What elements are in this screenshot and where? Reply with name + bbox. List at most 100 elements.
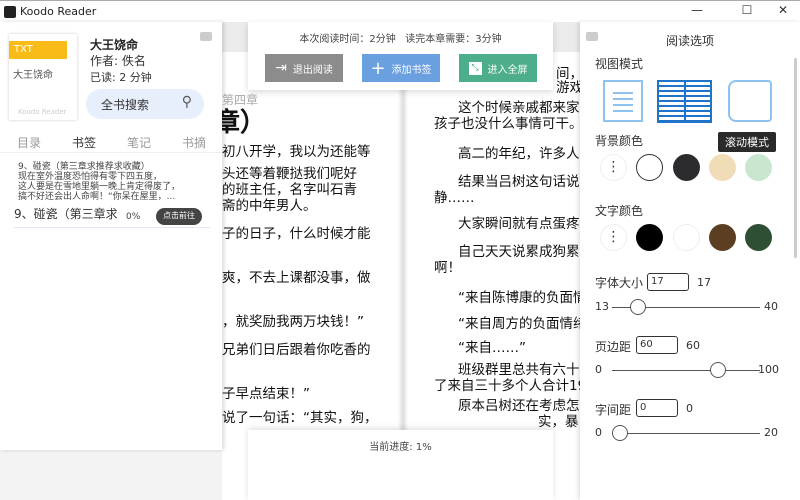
text-line: “来自……”	[458, 340, 526, 356]
text-line: 了来自三十多个人合计190	[434, 378, 580, 394]
exit-label: 退出阅读	[292, 64, 333, 76]
search-label: 全书搜索	[101, 98, 150, 112]
book-author: 作者: 佚名	[90, 54, 146, 68]
text-line: 孩子也没什么事情可干。	[434, 116, 580, 132]
text-line: 子早点结束！”	[222, 386, 310, 402]
bg-color-green[interactable]	[745, 154, 772, 181]
text-line: 兄弟们日后跟着你吃香的	[222, 342, 371, 358]
text-line: 高二的年纪，许多人也	[458, 146, 580, 162]
text-line: 斋的中年男人。	[222, 198, 317, 214]
lock-icon[interactable]	[586, 32, 598, 41]
add-bookmark-label: 添加书签	[391, 64, 432, 76]
tab-bookmarks[interactable]: 书签	[72, 136, 97, 150]
font-size-value: 17	[697, 276, 711, 289]
text-line: 说了一句话：“其实，狗，	[222, 410, 378, 426]
chapter-heading: 章）	[214, 108, 267, 138]
tab-highlights[interactable]: 书摘	[182, 136, 207, 150]
more-colors-icon[interactable]: ⋮	[600, 224, 627, 251]
book-cover: TXT 大王饶命 Koodo Reader	[9, 34, 77, 120]
double-page-icon[interactable]	[657, 80, 712, 123]
scroll-icon[interactable]	[728, 80, 772, 122]
bg-color-white[interactable]	[636, 154, 663, 181]
margin-input[interactable]: 60	[636, 336, 678, 354]
progress-label: 当前进度: 1%	[369, 442, 432, 453]
text-color-black[interactable]	[636, 224, 663, 251]
cover-title: 大王饶命	[13, 70, 53, 81]
fullscreen-label: 进入全屏	[487, 64, 528, 76]
letter-spacing-min: 0	[595, 426, 602, 439]
minimize-button[interactable]: —	[691, 3, 703, 17]
letter-spacing-slider[interactable]	[612, 425, 628, 441]
lock-icon[interactable]	[200, 32, 212, 41]
text-line: ，就奖励我两万块钱！”	[222, 314, 364, 330]
maximize-button[interactable]: ☐	[741, 3, 753, 17]
text-line: “来自陈博康的负面情绪	[458, 290, 580, 306]
go-to-bookmark-button[interactable]: 点击前往	[156, 208, 202, 225]
letter-spacing-label: 字间距	[595, 403, 632, 417]
tab-contents[interactable]: 目录	[17, 136, 42, 150]
view-mode-label: 视图模式	[595, 57, 644, 71]
search-button[interactable]: 全书搜索⚲	[86, 89, 204, 119]
bookmark-item[interactable]: 9、碰瓷（第三章求推荐求收藏） 现在室外温度恐怕得有零下四五度， 这人要是在雪地…	[14, 162, 210, 228]
add-bookmark-button[interactable]: +添加书签	[362, 54, 440, 82]
text-line: 的班主任，名字叫石青	[222, 182, 357, 198]
text-line: 原本吕树还在考虑怎么	[458, 398, 580, 414]
text-line: 爽，不去上课都没事，做	[222, 270, 371, 286]
bg-color-sepia[interactable]	[709, 154, 736, 181]
text-line: 大家瞬间就有点蛋疼了	[458, 216, 580, 232]
left-panel: TXT 大王饶命 Koodo Reader 大王饶命 作者: 佚名 已读: 2 …	[0, 22, 222, 450]
exit-reading-button[interactable]: ⇥ 退出阅读	[265, 54, 343, 82]
font-size-max: 40	[764, 300, 778, 313]
bookmark-excerpt: 现在室外温度恐怕得有零下四五度，	[18, 172, 163, 182]
text-color-green[interactable]	[745, 224, 772, 251]
margin-label: 页边距	[595, 340, 632, 354]
letter-spacing-track	[612, 433, 760, 434]
bookmark-excerpt: 9、碰瓷（第三章求推荐求收藏）	[18, 162, 150, 172]
background-color-label: 背景颜色	[595, 134, 644, 148]
tooltip: 滚动模式	[718, 132, 776, 152]
font-size-min: 13	[595, 300, 609, 313]
fullscreen-button[interactable]: ⤡ 进入全屏	[459, 54, 537, 82]
page-gutter	[398, 52, 408, 500]
text-line: 静……	[434, 190, 475, 206]
bg-color-dark[interactable]	[673, 154, 700, 181]
text-line: 间，大	[556, 66, 580, 82]
text-line: 自己天天说累成狗累成	[458, 244, 580, 260]
bookmark-excerpt: 这人要是在雪地里躺一晚上肯定得废了，	[18, 182, 181, 192]
app-logo-icon	[4, 6, 16, 18]
font-size-slider[interactable]	[630, 299, 646, 315]
text-line: 头还等着鞭挞我们呢好	[222, 166, 357, 182]
more-colors-icon[interactable]: ⋮	[600, 154, 627, 181]
text-color-white[interactable]	[673, 224, 700, 251]
single-page-icon[interactable]	[603, 80, 643, 122]
panel-title: 阅读选项	[665, 34, 714, 48]
font-size-input[interactable]: 17	[647, 273, 689, 291]
progress-panel: 当前进度: 1%	[248, 430, 553, 500]
read-time: 已读: 2 分钟	[90, 71, 152, 84]
margin-track	[612, 370, 760, 371]
reading-time: 本次阅读时间：2分钟	[299, 34, 396, 45]
letter-spacing-value: 0	[686, 402, 693, 415]
fullscreen-icon: ⤡	[468, 61, 482, 75]
bookmark-percent: 0%	[126, 212, 141, 222]
bookmark-excerpt: 搞不好还会出人命啊！“你呆在屋里，...	[18, 192, 176, 202]
text-line: 这个时候亲戚都来家里	[458, 100, 580, 116]
exit-icon: ⇥	[275, 60, 287, 76]
reader-area: 第四章 章） 初八开学，我以为还能等 头还等着鞭挞我们呢好 的班主任，名字叫石青…	[214, 22, 580, 500]
margin-slider[interactable]	[710, 362, 726, 378]
reading-options-panel: 阅读选项 视图模式 滚动模式 背景颜色 ⋮ 文字颜色 ⋮ 字体大小 17 17 …	[580, 22, 800, 500]
window-title: Koodo Reader	[20, 5, 97, 18]
text-color-brown[interactable]	[709, 224, 736, 251]
close-button[interactable]: ✕	[777, 3, 789, 17]
text-line: 结果当吕树这句话说出	[458, 174, 580, 190]
book-title: 大王饶命	[90, 38, 139, 52]
left-page: 第四章 章） 初八开学，我以为还能等 头还等着鞭挞我们呢好 的班主任，名字叫石青…	[214, 52, 400, 500]
scrollbar[interactable]	[794, 58, 797, 258]
chapter-remaining-time: 读完本章需要：3分钟	[405, 34, 502, 45]
cover-brand: Koodo Reader	[18, 108, 67, 116]
tab-notes[interactable]: 笔记	[127, 136, 152, 150]
letter-spacing-input[interactable]: 0	[636, 399, 678, 417]
title-bar: Koodo Reader — ☐ ✕	[0, 0, 800, 22]
text-color-label: 文字颜色	[595, 204, 644, 218]
chapter-header: 第四章	[222, 93, 259, 107]
